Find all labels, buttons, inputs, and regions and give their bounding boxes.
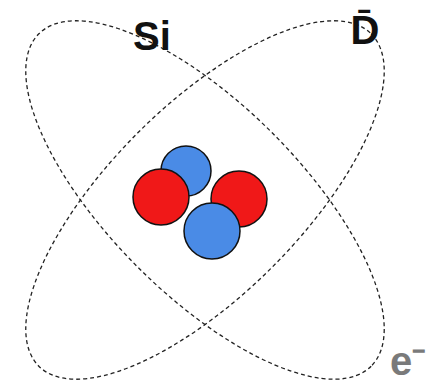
proton bbox=[133, 169, 189, 225]
element-label: Si bbox=[133, 16, 171, 56]
electron-label: e⁻ bbox=[390, 341, 426, 381]
particle-label: D̄ bbox=[351, 10, 380, 50]
neutron bbox=[184, 203, 240, 259]
